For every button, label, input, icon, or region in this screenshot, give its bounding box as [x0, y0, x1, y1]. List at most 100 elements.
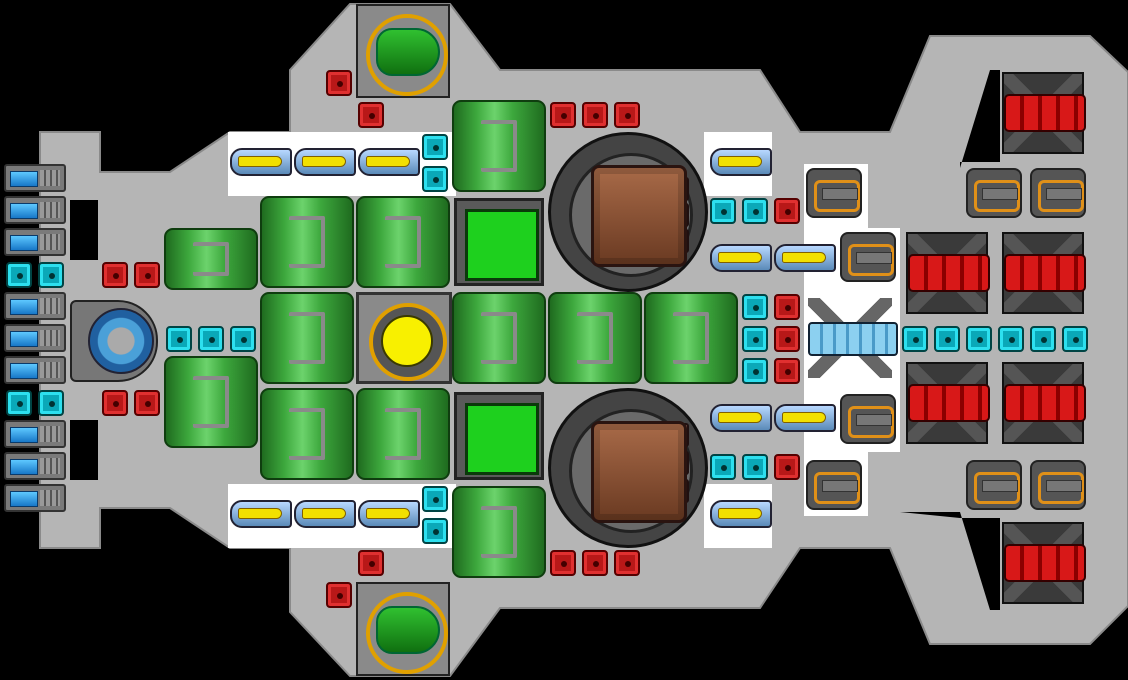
armor-block-icon[interactable] — [1062, 326, 1088, 352]
cannon-icon[interactable] — [998, 358, 1088, 448]
thruster-icon[interactable] — [4, 356, 66, 384]
cannon-icon[interactable] — [998, 518, 1088, 608]
armor-block-icon[interactable] — [422, 486, 448, 512]
armor-block-icon[interactable] — [998, 326, 1024, 352]
armor-block-icon[interactable] — [358, 550, 384, 576]
fighter-hangar-top[interactable] — [356, 4, 450, 98]
armor-block-icon[interactable] — [774, 358, 800, 384]
armor-block-icon[interactable] — [422, 518, 448, 544]
thruster-icon[interactable] — [4, 196, 66, 224]
armor-block-icon[interactable] — [550, 550, 576, 576]
armor-block-icon[interactable] — [134, 262, 160, 288]
missile-icon[interactable] — [292, 488, 356, 538]
fuel-tank-icon[interactable] — [260, 196, 354, 288]
turret-icon[interactable] — [966, 168, 1022, 218]
fuel-tank-icon[interactable] — [356, 388, 450, 480]
turret-icon[interactable] — [1030, 168, 1086, 218]
armor-block-icon[interactable] — [230, 326, 256, 352]
cannon-icon[interactable] — [902, 228, 992, 318]
fuel-tank-icon[interactable] — [356, 196, 450, 288]
armor-block-icon[interactable] — [774, 454, 800, 480]
missile-icon[interactable] — [356, 488, 420, 538]
cannon-icon[interactable] — [902, 358, 992, 448]
fuel-tank-icon[interactable] — [548, 292, 642, 384]
armor-block-icon[interactable] — [774, 326, 800, 352]
thruster-icon[interactable] — [4, 484, 66, 512]
turret-icon[interactable] — [806, 168, 862, 218]
cannon-icon[interactable] — [804, 294, 900, 386]
missile-icon[interactable] — [772, 392, 836, 442]
fighter-hangar-bottom[interactable] — [356, 582, 450, 676]
armor-block-icon[interactable] — [198, 326, 224, 352]
missile-icon[interactable] — [292, 136, 356, 186]
armor-block-icon[interactable] — [742, 358, 768, 384]
missile-icon[interactable] — [708, 392, 772, 442]
cannon-icon[interactable] — [998, 228, 1088, 318]
armor-block-icon[interactable] — [326, 582, 352, 608]
thruster-icon[interactable] — [4, 324, 66, 352]
armor-block-icon[interactable] — [1030, 326, 1056, 352]
armor-block-icon[interactable] — [550, 102, 576, 128]
armor-block-icon[interactable] — [102, 262, 128, 288]
armor-block-icon[interactable] — [966, 326, 992, 352]
reactor-core-icon[interactable] — [356, 292, 452, 384]
fuel-tank-icon[interactable] — [260, 292, 354, 384]
armor-block-icon[interactable] — [774, 294, 800, 320]
armor-block-icon[interactable] — [6, 262, 32, 288]
armor-block-icon[interactable] — [710, 454, 736, 480]
fuel-tank-icon[interactable] — [164, 356, 258, 448]
armor-block-icon[interactable] — [614, 550, 640, 576]
armor-block-icon[interactable] — [614, 102, 640, 128]
armor-block-icon[interactable] — [582, 102, 608, 128]
armor-block-icon[interactable] — [934, 326, 960, 352]
fuel-tank-icon[interactable] — [164, 228, 258, 290]
missile-icon[interactable] — [708, 232, 772, 282]
fuel-tank-icon[interactable] — [260, 388, 354, 480]
armor-block-icon[interactable] — [166, 326, 192, 352]
armor-block-icon[interactable] — [710, 198, 736, 224]
thruster-icon[interactable] — [4, 228, 66, 256]
armor-block-icon[interactable] — [102, 390, 128, 416]
armor-block-icon[interactable] — [134, 390, 160, 416]
thruster-icon[interactable] — [4, 452, 66, 480]
turret-icon[interactable] — [806, 460, 862, 510]
medbay-icon[interactable] — [454, 198, 544, 286]
armor-block-icon[interactable] — [582, 550, 608, 576]
missile-icon[interactable] — [228, 136, 292, 186]
fuel-tank-icon[interactable] — [644, 292, 738, 384]
bridge-icon[interactable] — [66, 296, 162, 384]
fuel-tank-icon[interactable] — [452, 100, 546, 192]
turret-icon[interactable] — [548, 132, 708, 292]
armor-block-icon[interactable] — [358, 102, 384, 128]
turret-icon[interactable] — [966, 460, 1022, 510]
armor-block-icon[interactable] — [742, 326, 768, 352]
cannon-icon[interactable] — [998, 68, 1088, 158]
missile-icon[interactable] — [228, 488, 292, 538]
missile-icon[interactable] — [708, 136, 772, 186]
fuel-tank-icon[interactable] — [452, 292, 546, 384]
thruster-icon[interactable] — [4, 164, 66, 192]
medbay-icon[interactable] — [454, 392, 544, 480]
armor-block-icon[interactable] — [6, 390, 32, 416]
fuel-tank-icon[interactable] — [452, 486, 546, 578]
thruster-icon[interactable] — [4, 292, 66, 320]
turret-icon[interactable] — [840, 394, 896, 444]
armor-block-icon[interactable] — [326, 70, 352, 96]
armor-block-icon[interactable] — [38, 262, 64, 288]
armor-block-icon[interactable] — [742, 454, 768, 480]
armor-block-icon[interactable] — [902, 326, 928, 352]
missile-icon[interactable] — [772, 232, 836, 282]
armor-block-icon[interactable] — [422, 166, 448, 192]
armor-block-icon[interactable] — [422, 134, 448, 160]
armor-block-icon[interactable] — [742, 294, 768, 320]
turret-icon[interactable] — [1030, 460, 1086, 510]
thruster-icon[interactable] — [4, 420, 66, 448]
armor-block-icon[interactable] — [774, 198, 800, 224]
armor-block-icon[interactable] — [742, 198, 768, 224]
turret-icon[interactable] — [840, 232, 896, 282]
missile-icon[interactable] — [356, 136, 420, 186]
missile-icon[interactable] — [708, 488, 772, 538]
armor-block-icon[interactable] — [38, 390, 64, 416]
turret-icon[interactable] — [548, 388, 708, 548]
